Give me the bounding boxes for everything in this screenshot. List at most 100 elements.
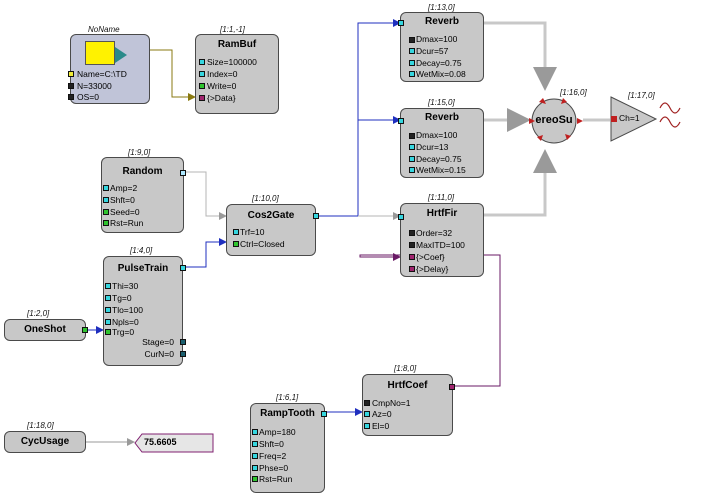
arrow-right-icon xyxy=(115,47,127,63)
port[interactable] xyxy=(252,465,258,471)
random-block[interactable]: Random Amp=2 Shft=0 Seed=0 Rst=Run xyxy=(101,157,186,233)
param-label: Tlo=100 xyxy=(112,305,143,315)
port[interactable] xyxy=(409,230,415,236)
port[interactable] xyxy=(180,265,186,271)
port[interactable] xyxy=(82,327,88,333)
port[interactable] xyxy=(321,411,327,417)
port[interactable] xyxy=(199,59,205,65)
block-id-ramptooth: [1:6,1] xyxy=(276,393,299,402)
sum-node-shape xyxy=(529,98,583,144)
param-label: Index=0 xyxy=(207,69,238,79)
pulsetrain-block[interactable]: PulseTrain Thi=30 Tg=0 Tlo=100 Npls=0 Tr… xyxy=(103,256,186,366)
rambuf-block[interactable]: RamBuf Size=100000 Index=0 Write=0 {>Dat… xyxy=(195,34,279,114)
block-title: Reverb xyxy=(425,112,459,123)
port[interactable] xyxy=(105,307,111,313)
port[interactable] xyxy=(409,144,415,150)
block-title: PulseTrain xyxy=(117,263,169,274)
param-label: Size=100000 xyxy=(207,57,257,67)
param-label: Ctrl=Closed xyxy=(240,239,285,249)
param-label: Shft=0 xyxy=(259,439,284,449)
output-label: Stage=0 xyxy=(142,337,174,347)
port[interactable] xyxy=(409,48,415,54)
block-id-hrtffir: [1:11,0] xyxy=(428,193,455,202)
port[interactable] xyxy=(409,242,415,248)
port[interactable] xyxy=(105,319,111,325)
param-label: Rst=Run xyxy=(110,218,144,228)
block-title: HrtfFir xyxy=(426,208,458,219)
port[interactable] xyxy=(409,133,415,139)
port[interactable] xyxy=(180,351,186,357)
output-triangle-shape xyxy=(610,96,658,142)
port[interactable] xyxy=(409,167,415,173)
port[interactable] xyxy=(103,185,109,191)
block-id-noname: NoName xyxy=(88,25,120,34)
stereosum-block[interactable]: ereoSu xyxy=(525,96,583,146)
sine-wave-icon xyxy=(659,102,681,128)
folder-icon xyxy=(85,41,115,65)
param-label: Dmax=100 xyxy=(416,130,458,140)
cycusage-block[interactable]: CycUsage xyxy=(4,431,86,453)
wire-noname-rambuf xyxy=(150,49,196,101)
port[interactable] xyxy=(180,170,186,176)
param-label: El=0 xyxy=(372,421,390,431)
port[interactable] xyxy=(409,37,415,43)
block-id-rambuf: [1:1,-1] xyxy=(220,25,245,34)
param-label: WetMix=0.15 xyxy=(416,165,466,175)
port[interactable] xyxy=(252,476,258,482)
hrtffir-block[interactable]: HrtfFir Order=32 MaxITD=100 {>Coef} {>De… xyxy=(398,203,484,277)
param-label: OS=0 xyxy=(77,92,99,102)
block-id-reverb1: [1:13,0] xyxy=(428,3,455,12)
reverb2-block[interactable]: Reverb Dmax=100 Dcur=13 Decay=0.75 WetMi… xyxy=(398,108,484,178)
port[interactable] xyxy=(409,156,415,162)
block-id-cycusage: [1:18,0] xyxy=(27,421,54,430)
port[interactable] xyxy=(68,83,74,89)
cos2gate-block[interactable]: Cos2Gate Trf=10 Ctrl=Closed xyxy=(226,204,319,256)
param-label: Dmax=100 xyxy=(416,34,458,44)
port[interactable] xyxy=(313,213,319,219)
port[interactable] xyxy=(364,423,370,429)
port[interactable] xyxy=(252,441,258,447)
port[interactable] xyxy=(364,411,370,417)
port[interactable] xyxy=(105,295,111,301)
port[interactable] xyxy=(103,197,109,203)
oneshot-block[interactable]: OneShot xyxy=(4,319,88,341)
port[interactable] xyxy=(409,266,415,272)
param-label: Decay=0.75 xyxy=(416,58,462,68)
port[interactable] xyxy=(252,453,258,459)
port[interactable] xyxy=(199,71,205,77)
port[interactable] xyxy=(68,71,74,77)
output-block[interactable]: Ch=1 xyxy=(610,96,658,142)
ramptooth-block[interactable]: RampTooth Amp=180 Shft=0 Freq=2 Phse=0 R… xyxy=(250,403,327,493)
port[interactable] xyxy=(103,209,109,215)
param-label: CmpNo=1 xyxy=(372,398,411,408)
port[interactable] xyxy=(409,60,415,66)
port[interactable] xyxy=(105,329,111,335)
port[interactable] xyxy=(449,384,455,390)
port[interactable] xyxy=(409,71,415,77)
port[interactable] xyxy=(68,94,74,100)
port[interactable] xyxy=(199,95,205,101)
block-id-oneshot: [1:2,0] xyxy=(27,309,50,318)
port[interactable] xyxy=(233,229,239,235)
noname-block[interactable]: Name=C:\TD N=33000 OS=0 xyxy=(68,34,150,104)
port[interactable] xyxy=(180,339,186,345)
port[interactable] xyxy=(364,400,370,406)
param-label: {>Data} xyxy=(207,93,236,103)
port[interactable] xyxy=(252,429,258,435)
param-label: Npls=0 xyxy=(112,317,139,327)
port[interactable] xyxy=(103,220,109,226)
port[interactable] xyxy=(233,241,239,247)
port[interactable] xyxy=(398,20,404,26)
param-label: Trg=0 xyxy=(112,327,135,337)
port[interactable] xyxy=(398,118,404,124)
reverb1-block[interactable]: Reverb Dmax=100 Dcur=57 Decay=0.75 WetMi… xyxy=(398,12,484,82)
port[interactable] xyxy=(409,254,415,260)
port[interactable] xyxy=(105,283,111,289)
port[interactable] xyxy=(398,214,404,220)
cycusage-value-display: 75.6605 xyxy=(134,433,214,453)
param-label: Tg=0 xyxy=(112,293,132,303)
hrtfcoef-block[interactable]: HrtfCoef CmpNo=1 Az=0 El=0 xyxy=(362,374,455,436)
port[interactable] xyxy=(199,83,205,89)
param-label: {>Coef} xyxy=(416,252,445,262)
param-label: Seed=0 xyxy=(110,207,140,217)
